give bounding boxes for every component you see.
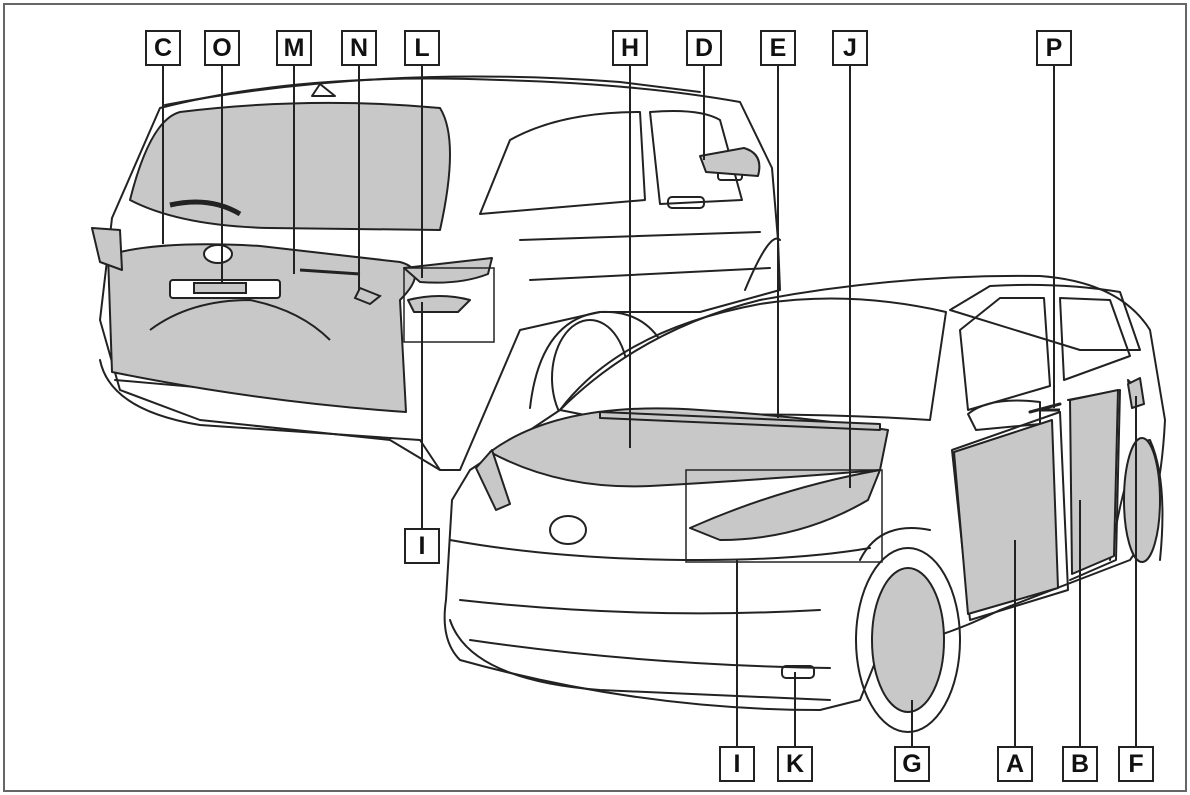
leader-lines — [162, 66, 1137, 748]
callout-p: P — [1036, 30, 1072, 66]
callout-g: G — [894, 746, 930, 782]
callout-d: D — [686, 30, 722, 66]
callout-m: M — [276, 30, 312, 66]
callout-l: L — [404, 30, 440, 66]
callout-f: F — [1118, 746, 1154, 782]
side-mirror-shape — [699, 147, 761, 177]
sliding-door-shape — [953, 419, 1059, 615]
callout-i-rear: I — [404, 528, 440, 564]
diagram-frame — [3, 3, 1187, 792]
front-tire-shape — [871, 567, 945, 713]
rear-window-shape — [129, 101, 451, 231]
front-highlights — [475, 377, 1161, 713]
callout-n: N — [341, 30, 377, 66]
callout-o: O — [204, 30, 240, 66]
callout-e: E — [760, 30, 796, 66]
callout-i-front: I — [719, 746, 755, 782]
callout-k: K — [777, 746, 813, 782]
rear-light-shape — [403, 257, 493, 284]
callout-c: C — [145, 30, 181, 66]
callout-h: H — [612, 30, 648, 66]
rear-door-shape — [1069, 389, 1119, 575]
callout-b: B — [1062, 746, 1098, 782]
hood-shape — [489, 407, 889, 488]
callout-j: J — [832, 30, 868, 66]
callout-a: A — [997, 746, 1033, 782]
